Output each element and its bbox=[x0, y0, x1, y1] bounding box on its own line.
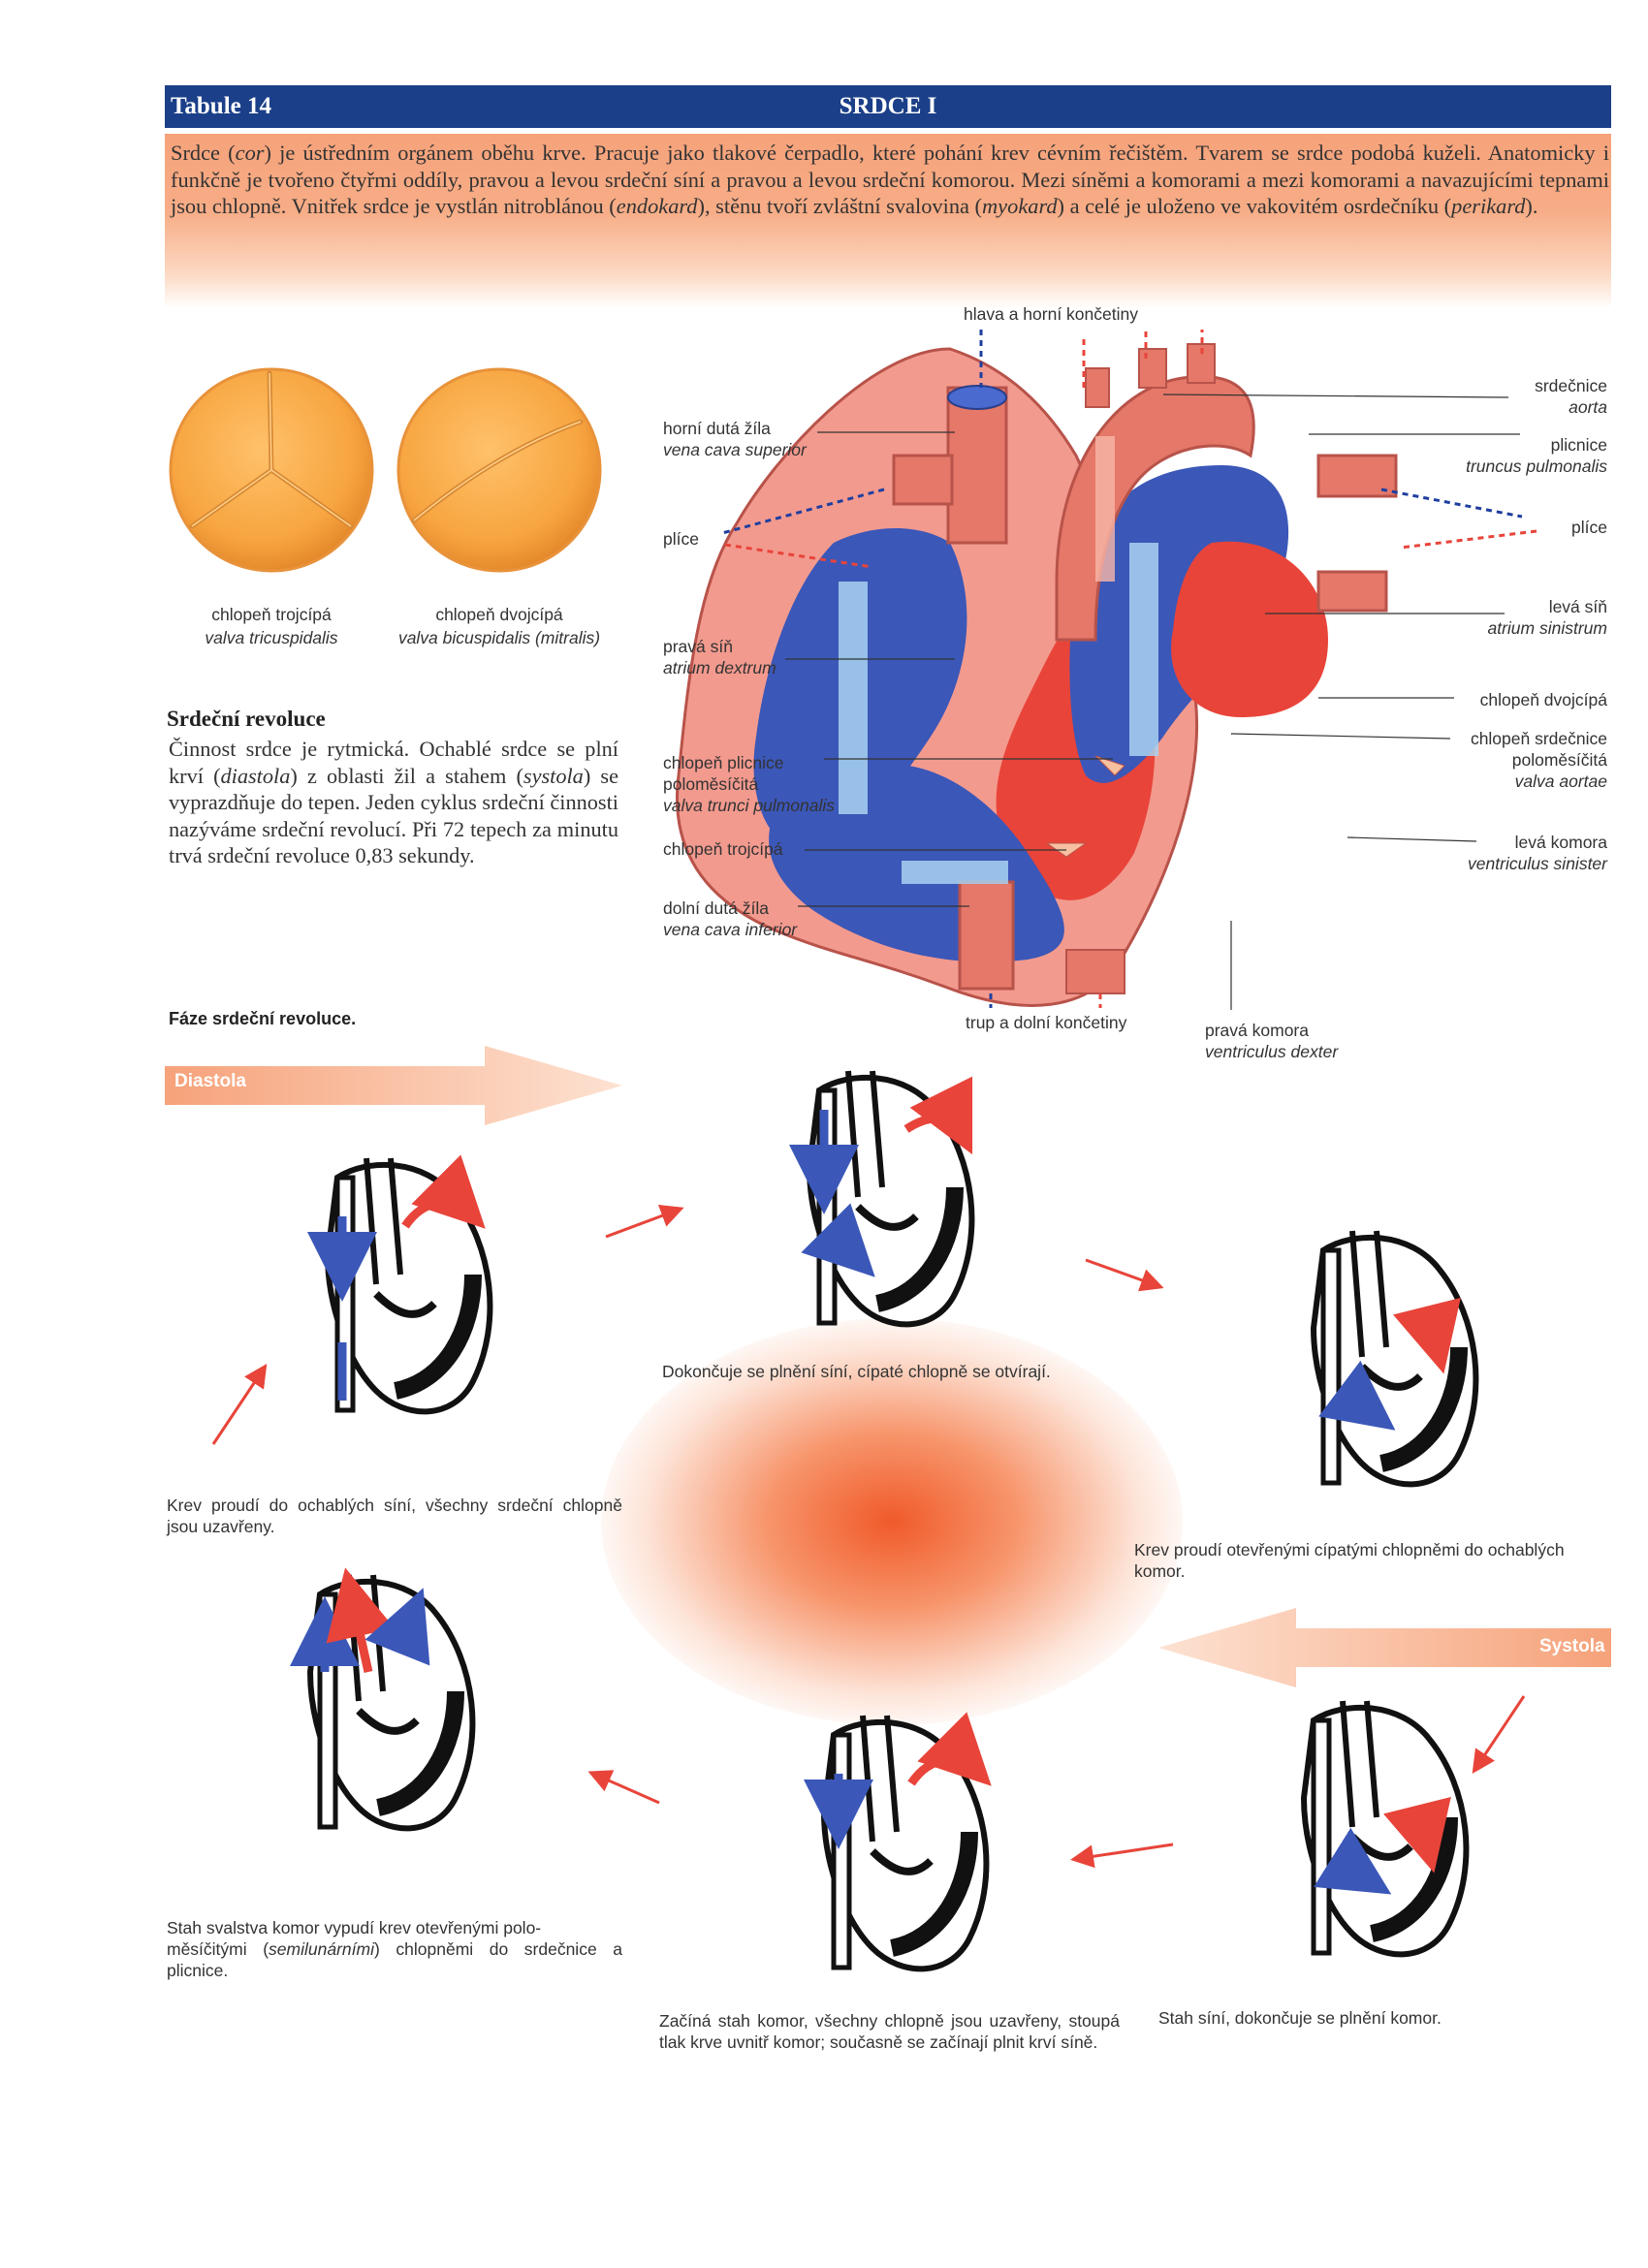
phase-5-heart bbox=[804, 1716, 986, 1969]
label-left-ventricle: levá komora ventriculus sinister bbox=[1468, 832, 1607, 874]
ra-latin: atrium dextrum bbox=[663, 658, 776, 677]
central-glow bbox=[601, 1318, 1183, 1725]
flow-arrow-6 bbox=[587, 1770, 660, 1805]
italic-term: cor bbox=[235, 141, 265, 165]
la-name: levá síň bbox=[1548, 597, 1607, 616]
label-top-vessels: hlava a horní končetiny bbox=[964, 304, 1138, 324]
tricuspid-name: chlopeň trojcípá bbox=[211, 605, 332, 624]
flow-arrow-5 bbox=[1070, 1843, 1174, 1869]
aorta-latin: aorta bbox=[1569, 397, 1607, 417]
text-run: Srdce ( bbox=[171, 141, 236, 165]
phase-6-text-a: Stah svalstva komor vypudí krev otevřený… bbox=[167, 1918, 542, 1937]
flow-arrow-4 bbox=[1472, 1695, 1526, 1774]
phase-4-heart bbox=[1304, 1701, 1466, 1954]
phase-1-caption: Krev proudí do ochablých síní, všechny s… bbox=[167, 1496, 622, 1536]
bicuspid-valve-illustration bbox=[396, 367, 602, 573]
flow-arrow-2 bbox=[605, 1205, 684, 1239]
text-run: ) z oblasti žil a stahem ( bbox=[290, 763, 523, 788]
label-lung-right: plíce bbox=[1571, 518, 1607, 537]
page-title: SRDCE I bbox=[839, 93, 937, 119]
left-atrium-shape bbox=[1171, 541, 1328, 717]
label-bicuspid-valve: chlopeň dvojcípá bbox=[1479, 690, 1607, 709]
phase-5-caption: Začíná stah komor, všechny chlopně jsou … bbox=[659, 2011, 1120, 2052]
italic-term: systola bbox=[523, 763, 584, 788]
phase-6-text-c: ) chlopněmi do srdečnice a plicnice. bbox=[167, 1939, 622, 1980]
phase-2-caption: Dokončuje se plnění síní, cípaté chlopně… bbox=[662, 1362, 1051, 1381]
text-run: ) a celé je uloženo ve vakovitém osrdečn… bbox=[1057, 194, 1452, 219]
label-pulmonary-valve: chlopeň plicnice poloměsíčitá valva trun… bbox=[663, 752, 836, 816]
systole-arrow bbox=[1158, 1608, 1611, 1687]
pv-latin: valva trunci pulmonalis bbox=[663, 796, 836, 815]
label-aorta: srdečnice aorta bbox=[1535, 375, 1607, 418]
systole-label: Systola bbox=[1539, 1636, 1605, 1656]
diastole-label: Diastola bbox=[174, 1071, 246, 1091]
ivc-latin: vena cava inferior bbox=[663, 920, 798, 939]
label-aortic-valve: chlopeň srdečnice poloměsíčitá valva aor… bbox=[1413, 728, 1607, 792]
text-run: ) je ústředním orgánem oběhu krve. Pracu… bbox=[171, 141, 1609, 219]
pt-latin: truncus pulmonalis bbox=[1466, 457, 1607, 476]
text-run: Činnost srdce je rytmická. Ochablé srdce… bbox=[169, 737, 618, 788]
italic-term: perikard bbox=[1451, 194, 1526, 219]
heart-diagram bbox=[676, 330, 1537, 1010]
pv-name: chlopeň plicnice poloměsíčitá bbox=[663, 753, 784, 794]
aorta-name: srdečnice bbox=[1535, 376, 1607, 395]
label-right-ventricle: pravá komora ventriculus dexter bbox=[1205, 1020, 1338, 1062]
lv-latin: ventriculus sinister bbox=[1468, 854, 1607, 873]
ra-name: pravá síň bbox=[663, 637, 733, 656]
av-name: chlopeň srdečnice poloměsíčitá bbox=[1470, 729, 1607, 770]
phase-6-caption: Stah svalstva komor vypudí krev otevřený… bbox=[167, 1917, 622, 1981]
svc-name: horní dutá žíla bbox=[663, 419, 771, 438]
header-bar: Tabule 14 SRDCE I bbox=[165, 85, 1611, 128]
svc-latin: vena cava superior bbox=[663, 440, 807, 459]
text-run: ) se vyprazdňuje do tepen. Jeden cyklus … bbox=[169, 763, 618, 868]
tricuspid-valve-illustration bbox=[169, 367, 374, 573]
label-inferior-vena-cava: dolní dutá žíla vena cava inferior bbox=[663, 898, 797, 940]
phase-1-heart bbox=[307, 1158, 490, 1411]
intro-text: Srdce (cor) je ústředním orgánem oběhu k… bbox=[171, 140, 1609, 220]
phase-3-heart bbox=[1314, 1231, 1475, 1484]
tricuspid-latin: valva tricuspidalis bbox=[205, 628, 338, 647]
rv-name: pravá komora bbox=[1205, 1021, 1309, 1040]
label-tricuspid-valve: chlopeň trojcípá bbox=[663, 839, 783, 859]
phase-6-text-b: měsíčitými ( bbox=[167, 1939, 269, 1959]
italic-term: diastola bbox=[220, 763, 291, 788]
rv-latin: ventriculus dexter bbox=[1205, 1042, 1339, 1061]
label-superior-vena-cava: horní dutá žíla vena cava superior bbox=[663, 418, 807, 460]
la-latin: atrium sinistrum bbox=[1487, 618, 1608, 638]
table-number: Tabule 14 bbox=[171, 93, 271, 119]
intro-background bbox=[165, 134, 1611, 308]
revolution-title: Srdeční revoluce bbox=[167, 707, 326, 731]
phase-4-caption: Stah síní, dokončuje se plnění komor. bbox=[1158, 2008, 1442, 2028]
italic-term: endokard bbox=[616, 194, 698, 219]
ivc-name: dolní dutá žíla bbox=[663, 898, 769, 918]
pt-name: plicnice bbox=[1550, 435, 1607, 455]
italic-term: myokard bbox=[982, 194, 1058, 219]
label-lung-left: plíce bbox=[663, 529, 699, 549]
diastole-arrow bbox=[165, 1046, 622, 1125]
label-left-atrium: levá síň atrium sinistrum bbox=[1488, 596, 1608, 639]
label-right-atrium: pravá síň atrium dextrum bbox=[663, 636, 776, 678]
lung-vessel-left bbox=[892, 454, 954, 506]
label-pulmonary-trunk: plicnice truncus pulmonalis bbox=[1466, 434, 1607, 477]
phase-6-text-italic: semilunárními bbox=[269, 1939, 374, 1959]
phase-3-caption: Krev proudí otevřenými cípatými chlopněm… bbox=[1134, 1540, 1565, 1581]
phases-title: Fáze srdeční revoluce. bbox=[169, 1009, 357, 1028]
bicuspid-latin: valva bicuspidalis (mitralis) bbox=[397, 628, 601, 647]
label-bottom-vessels: trup a dolní končetiny bbox=[966, 1013, 1127, 1032]
lv-name: levá komora bbox=[1514, 833, 1607, 852]
flow-arrow-1 bbox=[211, 1364, 268, 1445]
revolution-text: Činnost srdce je rytmická. Ochablé srdce… bbox=[169, 736, 618, 869]
bicuspid-caption: chlopeň dvojcípá valva bicuspidalis (mit… bbox=[368, 603, 630, 649]
text-run: ), stěnu tvoří zvláštní svalovina ( bbox=[697, 194, 983, 219]
text-run: ). bbox=[1525, 194, 1538, 219]
flow-arrow-3 bbox=[1085, 1258, 1164, 1292]
bicuspid-name: chlopeň dvojcípá bbox=[435, 605, 563, 624]
lung-vessel-right-2 bbox=[1316, 570, 1388, 613]
tricuspid-caption: chlopeň trojcípá valva tricuspidalis bbox=[165, 603, 378, 649]
phase-2-heart bbox=[789, 1071, 971, 1324]
phase-6-heart bbox=[290, 1575, 472, 1828]
av-latin: valva aortae bbox=[1514, 772, 1607, 791]
